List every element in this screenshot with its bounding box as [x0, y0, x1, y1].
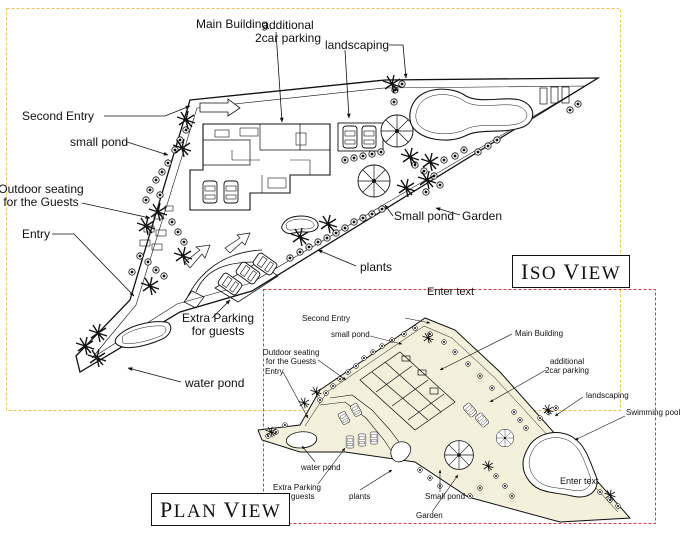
plan-label-garden: Garden: [416, 511, 443, 520]
plan-view-title-text: PLAN VIEW: [160, 497, 282, 522]
plan-label-plants: plants: [349, 492, 371, 501]
iso-extra-parking: [214, 251, 279, 303]
iso-view-title-text: ISO VIEW: [521, 259, 622, 284]
iso-label-small-pond: small pond: [70, 135, 129, 149]
iso-site-plan: [75, 77, 601, 374]
iso-main-building: [189, 123, 331, 211]
iso-label-entry: Entry: [22, 227, 51, 241]
iso-water-pond: [114, 321, 172, 349]
iso-label-water-pond: water pond: [185, 376, 245, 390]
plan-label-landscaping: landscaping: [586, 391, 629, 400]
plan-label-small-pond-2: Small pond: [425, 492, 466, 501]
plan-site-plan: [257, 317, 632, 523]
plan-view-frame: [263, 289, 656, 524]
iso-site-boundary: [75, 77, 601, 374]
plan-pool-text: Enter text: [560, 476, 599, 486]
plan-label-main-building: Main Building: [515, 329, 564, 338]
plan-label-entry: Entry: [265, 367, 284, 376]
iso-label-second-entry: Second Entry: [22, 109, 95, 123]
iso-label-garden: Garden: [462, 209, 503, 223]
plan-label-swimming-pool: Swimming pool: [626, 408, 680, 417]
iso-swimming-pool: [409, 88, 534, 141]
iso-label-landscaping: landscaping: [325, 38, 390, 52]
iso-label-outdoor-seating: Outdoor seating for the Guests: [0, 182, 84, 209]
iso-label-extra-parking: Extra Parking for guests: [181, 311, 255, 338]
plan-label-additional-parking: additional 2car parking: [544, 357, 590, 375]
iso-label-small-pond-2: Small pond: [394, 209, 455, 223]
plan-label-water-pond: water pond: [301, 463, 341, 472]
plan-leader-lines: [282, 317, 626, 513]
iso-label-main-building: Main Building: [196, 17, 269, 31]
plan-label-outdoor-seating: Outdoor seating for the Guests: [262, 348, 320, 366]
plan-header-text: Enter text: [427, 286, 475, 298]
plan-swimming-pool: [522, 432, 598, 498]
iso-label-additional-parking: additional 2car parking: [254, 18, 322, 45]
iso-view-title: ISO VIEW: [512, 255, 631, 288]
plan-label-second-entry: Second Entry: [302, 314, 351, 323]
plan-label-small-pond: small pond: [331, 330, 370, 339]
plan-view-title: PLAN VIEW: [151, 493, 291, 526]
plan-main-building: [359, 351, 456, 431]
iso-leader-lines: [52, 31, 461, 383]
iso-label-plants: plants: [360, 260, 393, 274]
